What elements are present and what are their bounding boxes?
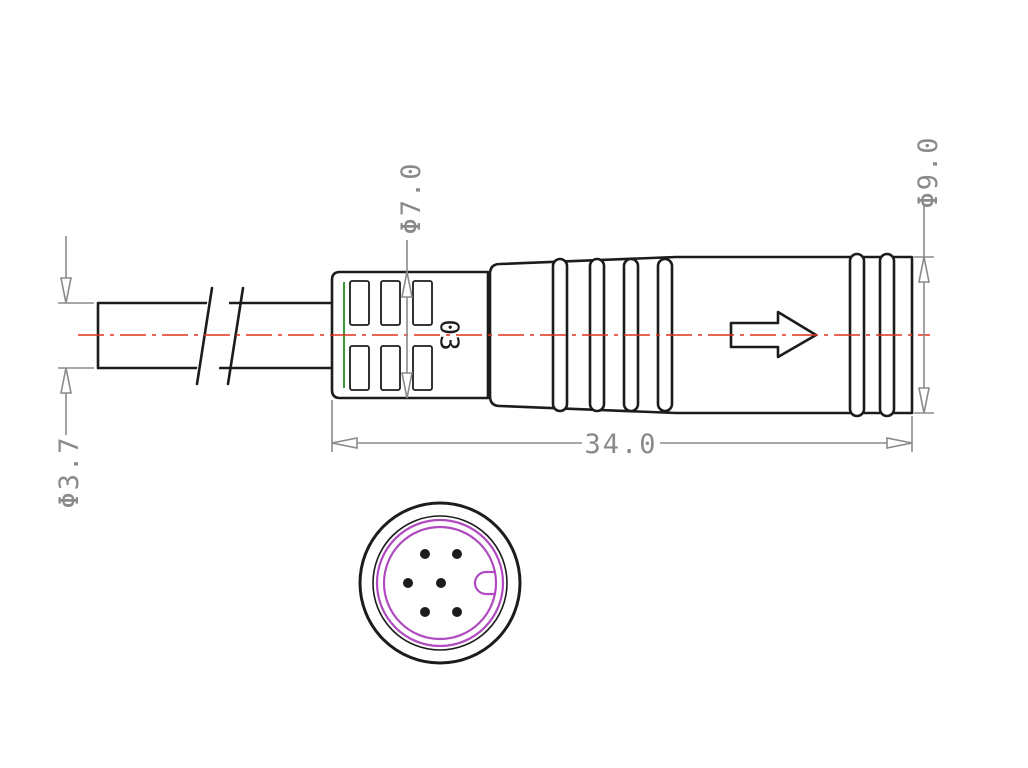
dimension-label: Φ3.7	[54, 435, 85, 508]
dimension-body-diameter: Φ9.0	[913, 135, 944, 414]
contact-pin	[420, 607, 430, 617]
connector-end-view	[358, 501, 522, 665]
dimension-overall-length: 34.0	[331, 400, 913, 460]
end-view-inner-rim	[372, 515, 508, 651]
dimension-label: 34.0	[584, 429, 657, 460]
dimension-collar-diameter: Φ7.0	[396, 161, 427, 399]
cable-break-line-left	[195, 286, 214, 386]
dimension-label: Φ9.0	[913, 135, 944, 208]
cable-break-line-right	[226, 286, 245, 386]
right-arrow-icon	[729, 310, 818, 359]
connector-body	[488, 252, 914, 418]
grip-slot	[380, 280, 401, 326]
contact-pin	[420, 549, 430, 559]
coding-key	[473, 570, 496, 596]
grip-slot	[349, 280, 370, 326]
dimension-label: Φ7.0	[396, 161, 427, 234]
grip-slot	[349, 345, 370, 391]
contact-pin	[452, 607, 462, 617]
grip-slot	[412, 345, 433, 391]
contact-pin	[403, 578, 413, 588]
cable	[96, 286, 336, 386]
connector-collar: 03	[330, 270, 490, 400]
contact-pin	[452, 549, 462, 559]
contact-insert-inner	[382, 525, 498, 641]
dimension-cable-diameter: Φ3.7	[54, 236, 94, 509]
contact-pin	[436, 578, 446, 588]
grip-slot	[412, 280, 433, 326]
grip-slot	[380, 345, 401, 391]
contact-insert-outer	[375, 518, 505, 648]
